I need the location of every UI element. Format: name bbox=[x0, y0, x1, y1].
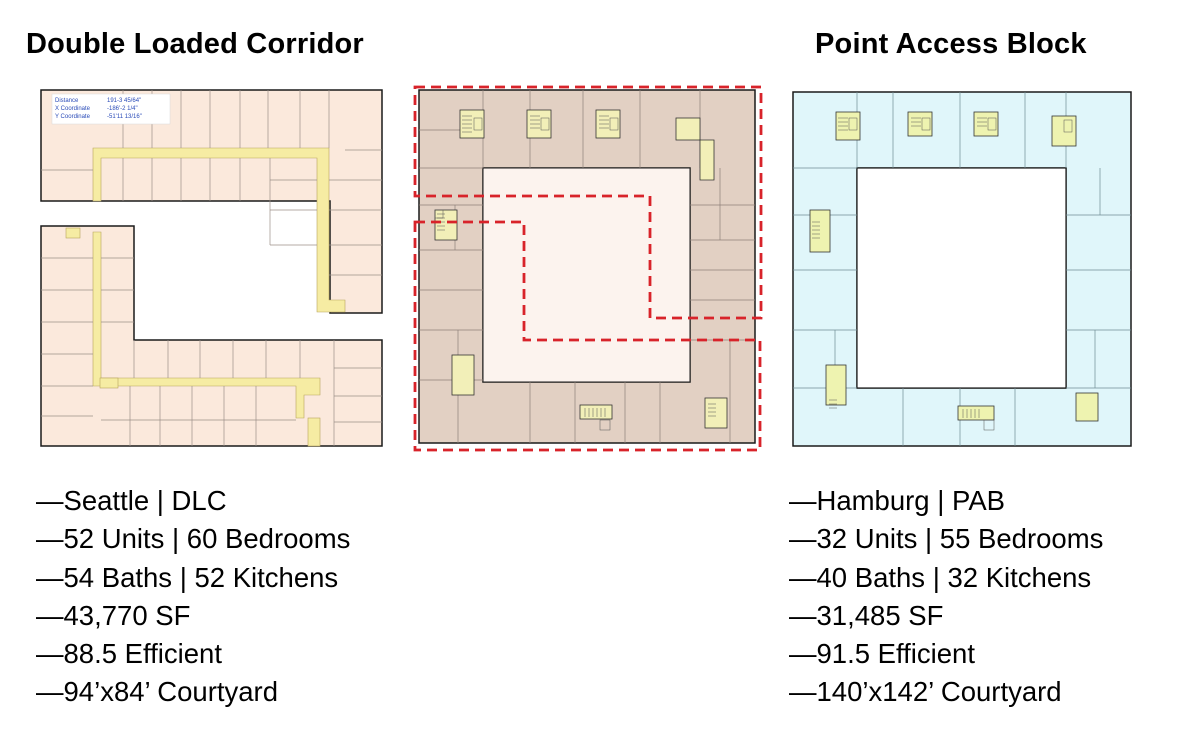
pab-plan bbox=[792, 91, 1132, 447]
dlc-title: Double Loaded Corridor bbox=[26, 28, 364, 60]
pab-stat-courtyard: —140’x142’ Courtyard bbox=[789, 676, 1062, 708]
measure-value: -51'11 13/16" bbox=[107, 114, 142, 121]
dlc-stat-location: —Seattle | DLC bbox=[36, 485, 227, 516]
dlc-plan bbox=[40, 89, 383, 447]
measure-row: X Coordinate -186'-2 1/4" bbox=[55, 105, 142, 113]
dlc-lower-wing bbox=[40, 225, 383, 447]
measure-label: Distance bbox=[55, 98, 79, 104]
dlc-top-wing bbox=[40, 89, 383, 314]
dlc-stat-units: —52 Units | 60 Bedrooms bbox=[36, 523, 351, 555]
overlay-dashed-top bbox=[413, 85, 763, 320]
overlay-dashed-left bbox=[413, 220, 762, 452]
pab-stat-location: —Hamburg | PAB bbox=[789, 485, 1006, 516]
measure-value: 191-3 45/64" bbox=[107, 98, 142, 104]
pab-stat-baths: —40 Baths | 32 Kitchens bbox=[789, 561, 1092, 593]
dlc-stat-efficiency: —88.5 Efficient bbox=[36, 638, 222, 670]
measure-row: Y Coordinate -51'11 13/16" bbox=[55, 113, 142, 121]
measure-label: X Coordinate bbox=[55, 106, 91, 113]
pab-stat-efficiency: —91.5 Efficient bbox=[789, 638, 975, 670]
measure-readout: Distance 191-3 45/64" X Coordinate -186'-2… bbox=[55, 97, 142, 122]
pab-stat-units: —32 Units | 55 Bedrooms bbox=[789, 523, 1104, 555]
measure-value: -186'-2 1/4" bbox=[107, 106, 138, 113]
dlc-stats: —Seattle | DLC —52 Units | 60 Bedrooms —… bbox=[36, 482, 350, 712]
dlc-stat-baths: —54 Baths | 52 Kitchens bbox=[36, 561, 339, 593]
pab-stat-area: —31,485 SF bbox=[789, 599, 944, 631]
pab-stats: —Hamburg | PAB —32 Units | 55 Bedrooms —… bbox=[789, 482, 1103, 712]
measure-row: Distance 191-3 45/64" bbox=[55, 97, 142, 105]
measure-label: Y Coordinate bbox=[55, 114, 90, 121]
dlc-stat-courtyard: —94’x84’ Courtyard bbox=[36, 676, 279, 708]
pab-title: Point Access Block bbox=[815, 28, 1087, 60]
overlay-plan bbox=[413, 85, 763, 452]
dlc-stat-area: —43,770 SF bbox=[36, 599, 191, 631]
